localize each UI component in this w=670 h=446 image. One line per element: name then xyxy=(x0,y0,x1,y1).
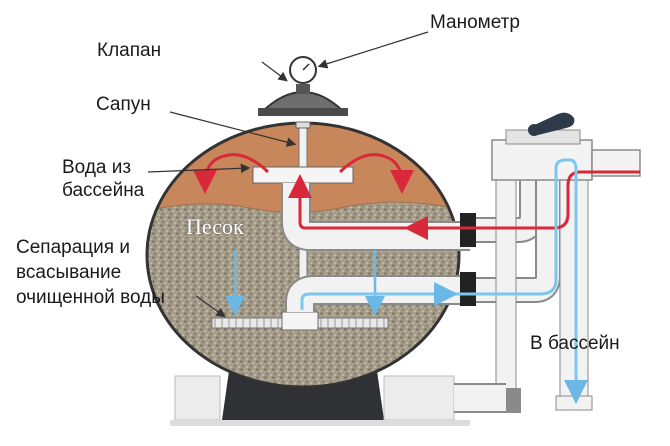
valve-handle-icon xyxy=(528,112,575,136)
water-from-pool-label-line1: Вода из xyxy=(62,157,132,178)
manometer-label: Манометр xyxy=(430,12,520,33)
sand-label: Песок xyxy=(186,214,244,239)
separation-label-line2: всасывание xyxy=(16,262,122,283)
vent-label: Сапун xyxy=(96,94,151,115)
valve-label: Клапан xyxy=(97,40,162,61)
bottom-laterals xyxy=(211,311,389,331)
tank-lid xyxy=(258,84,348,116)
separation-label-line1: Сепарация и xyxy=(16,237,130,258)
outlet-pipe xyxy=(285,272,476,312)
water-from-pool-label-line2: бассейна xyxy=(62,180,145,201)
flow-arrow-icon-outflow xyxy=(225,158,588,404)
inlet-pipe xyxy=(281,183,476,251)
manometer-icon xyxy=(289,56,317,84)
separation-label-line3: очищенной воды xyxy=(16,287,165,308)
to-pool-label: В бассейн xyxy=(530,333,620,354)
leader-lines xyxy=(147,31,429,318)
